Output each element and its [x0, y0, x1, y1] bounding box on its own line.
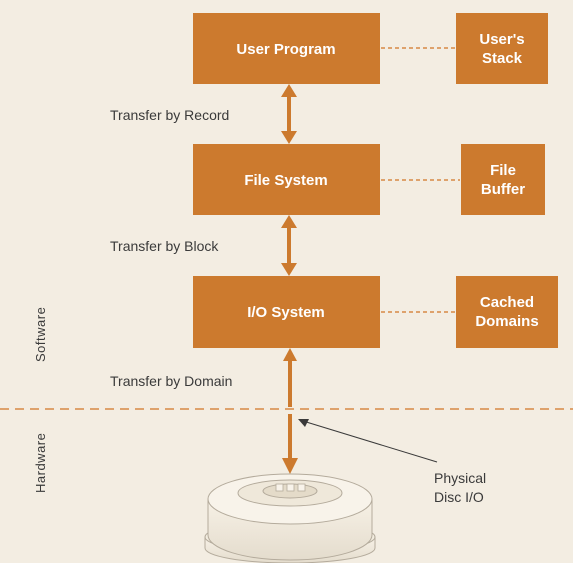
- transfer-by-record-label: Transfer by Record: [110, 107, 229, 123]
- callout-leader-line: [302, 420, 438, 463]
- file-buffer-label-line2: Buffer: [481, 181, 525, 198]
- cached-domains-box: [456, 276, 558, 348]
- transfer-domain-arrow: [283, 348, 297, 407]
- callout-label-line2: Disc I/O: [434, 489, 484, 505]
- file-system-label: File System: [244, 172, 327, 189]
- disc-drive-icon: [204, 473, 376, 563]
- users-stack-label-line1: User's: [479, 31, 524, 48]
- users-stack-box: [456, 13, 548, 84]
- transfer-record-arrow: [281, 84, 297, 144]
- user-program-box: [193, 13, 380, 84]
- io-system-label: I/O System: [247, 304, 325, 321]
- cached-domains-label-line1: Cached: [480, 294, 534, 311]
- file-buffer-label-line1: File: [490, 162, 516, 179]
- file-system-box: [193, 144, 380, 215]
- hardware-layer-label: Hardware: [33, 433, 48, 493]
- transfer-block-arrow: [281, 215, 297, 276]
- io-system-box: [193, 276, 380, 348]
- software-layer-label: Software: [33, 307, 48, 362]
- cached-domains-label-line2: Domains: [475, 313, 538, 330]
- callout-label-line1: Physical: [434, 470, 486, 486]
- callout-arrowhead: [298, 419, 309, 427]
- transfer-by-block-label: Transfer by Block: [110, 238, 219, 254]
- users-stack-label-line2: Stack: [482, 50, 523, 67]
- file-buffer-box: [461, 144, 545, 215]
- user-program-label: User Program: [236, 41, 335, 58]
- transfer-by-domain-label: Transfer by Domain: [110, 373, 232, 389]
- disc-arrow: [282, 414, 298, 474]
